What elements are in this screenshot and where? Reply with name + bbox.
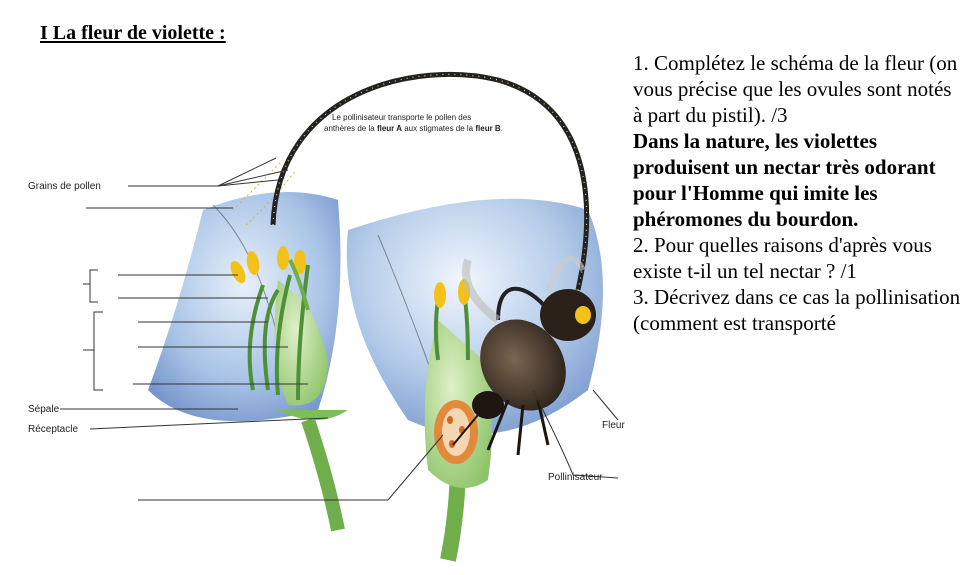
flower-a [148, 159, 348, 532]
section-heading: I La fleur de violette : [40, 22, 226, 44]
question-1: 1. Complétez le schéma de la fleur (on v… [633, 51, 958, 127]
diagram-caption-line2: anthères de la fleur A aux stigmates de … [324, 124, 503, 133]
context-statement: Dans la nature, les violettes produisent… [633, 129, 936, 231]
label-sepale: Sépale [28, 404, 60, 415]
bee-pollinator [452, 255, 596, 456]
diagram-caption-line1: Le pollinisateur transporte le pollen de… [332, 113, 471, 122]
label-receptacle: Réceptacle [28, 424, 78, 435]
questions-panel: 1. Complétez le schéma de la fleur (on v… [633, 50, 963, 336]
question-2: 2. Pour quelles raisons d'après vous exi… [633, 233, 932, 283]
label-pollinisateur: Pollinisateur [548, 472, 603, 483]
flower-diagram: Le pollinisateur transporte le pollen de… [28, 71, 628, 562]
label-fleur-b: Fleur B [602, 420, 628, 431]
label-grains-de-pollen: Grains de pollen [28, 181, 101, 192]
question-3: 3. Décrivez dans ce cas la pollinisation… [633, 285, 961, 335]
